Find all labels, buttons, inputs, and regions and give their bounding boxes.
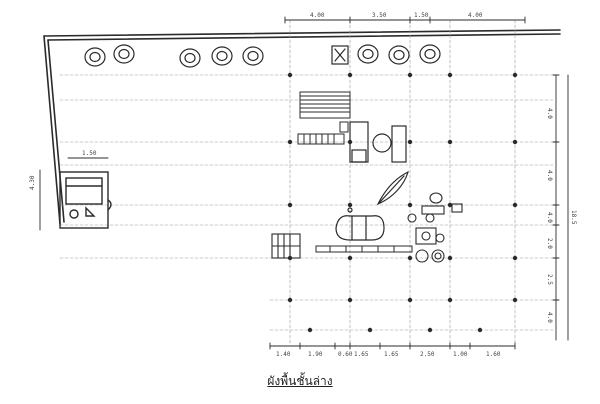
dim-labels: 4.00 3.50 1.50 4.00 1.40 1.90 0.60 1.65 … <box>29 12 577 358</box>
dining-set <box>349 121 407 163</box>
dim-top-3: 1.50 <box>414 12 429 19</box>
side-table <box>421 192 463 215</box>
long-bench <box>315 245 413 253</box>
dim-bottom-4: 1.65 <box>354 351 369 358</box>
canopy-outline <box>43 29 561 225</box>
dim-bottom-6: 2.50 <box>420 351 435 358</box>
dim-bottom-8: 1.60 <box>486 351 501 358</box>
leaf-icon <box>376 170 409 206</box>
structural-grid <box>59 19 556 346</box>
dim-annex-side: 4.30 <box>29 175 36 190</box>
dim-right-2: 4.0 <box>546 170 553 181</box>
counter-upper <box>297 133 345 145</box>
dim-top-1: 4.00 <box>310 12 325 19</box>
accent-chairs <box>407 213 445 263</box>
stair-upper <box>299 91 351 119</box>
dim-bottom-1: 1.40 <box>276 351 291 358</box>
dim-right-4: 2.0 <box>546 238 553 249</box>
dim-top-4: 4.00 <box>468 12 483 19</box>
dimension-lines <box>39 16 569 350</box>
dim-bottom-5: 1.65 <box>384 351 399 358</box>
dim-annex-top: 1.50 <box>82 150 97 157</box>
dim-right-5: 2.5 <box>546 274 553 285</box>
drawing-caption: ผังพื้นชั้นล่าง <box>267 374 333 388</box>
lounge-sofa <box>335 207 385 241</box>
dim-right-1: 4.0 <box>546 108 553 119</box>
dim-right-total: 18.5 <box>570 210 577 225</box>
dim-top-2: 3.50 <box>372 12 387 19</box>
stair-lower <box>271 233 301 259</box>
dim-right-6: 4.0 <box>546 312 553 323</box>
round-planter-icon <box>84 44 441 68</box>
dim-bottom-3: 0.60 <box>338 351 353 358</box>
dim-right-3: 4.0 <box>546 212 553 223</box>
dim-bottom-7: 1.00 <box>453 351 468 358</box>
column-dots <box>287 72 518 333</box>
small-stool <box>339 121 349 133</box>
cross-box-icon <box>331 45 349 65</box>
dim-bottom-2: 1.90 <box>308 351 323 358</box>
annex-room <box>59 171 112 229</box>
